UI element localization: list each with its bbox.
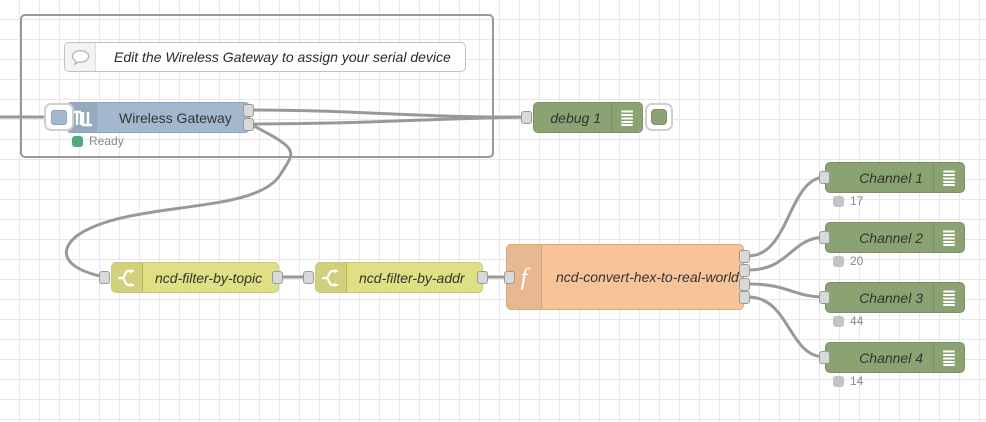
comment-bubble-icon bbox=[65, 43, 96, 71]
debug-lines-icon bbox=[933, 223, 964, 252]
comment-text: Edit the Wireless Gateway to assign your… bbox=[114, 49, 451, 65]
gateway-inject-button[interactable] bbox=[44, 103, 74, 131]
node-group-box[interactable] bbox=[20, 14, 494, 158]
channel4-status: 14 bbox=[833, 374, 863, 388]
channel4-status-value: 14 bbox=[850, 374, 864, 388]
channel3-label: Channel 3 bbox=[859, 289, 923, 306]
debug-enable-toggle-inner bbox=[651, 109, 667, 125]
channel3-status-value: 44 bbox=[850, 314, 864, 328]
filter-addr-input-port[interactable] bbox=[303, 271, 314, 284]
debug-label: debug 1 bbox=[550, 109, 601, 126]
function-output-port-1[interactable] bbox=[739, 250, 750, 263]
filter-addr-node[interactable]: ncd-filter-by-addr bbox=[315, 262, 483, 293]
function-output-port-4[interactable] bbox=[739, 291, 750, 304]
gateway-status-text: Ready bbox=[89, 134, 124, 148]
filter-addr-output-port[interactable] bbox=[477, 271, 488, 284]
channel1-label: Channel 1 bbox=[859, 169, 923, 186]
channel3-node[interactable]: Channel 3 bbox=[825, 282, 965, 313]
gateway-output-port-2[interactable] bbox=[243, 118, 254, 131]
gateway-output-port-1[interactable] bbox=[243, 104, 254, 117]
switch-branch-icon bbox=[112, 263, 143, 292]
filter-topic-node[interactable]: ncd-filter-by-topic bbox=[111, 262, 279, 293]
channel1-input-port[interactable] bbox=[819, 171, 830, 184]
wire-function-out2-to-channel2 bbox=[746, 235, 827, 272]
function-label: ncd-convert-hex-to-real-world bbox=[556, 269, 739, 285]
gateway-label: Wireless Gateway bbox=[119, 109, 232, 126]
function-output-port-3[interactable] bbox=[739, 278, 750, 291]
channel4-label: Channel 4 bbox=[859, 349, 923, 366]
channel2-status-value: 20 bbox=[850, 254, 864, 268]
channel2-status: 20 bbox=[833, 254, 863, 268]
channel1-node[interactable]: Channel 1 bbox=[825, 162, 965, 193]
debug-lines-icon bbox=[933, 343, 964, 372]
debug-lines-icon bbox=[933, 283, 964, 312]
channel2-label: Channel 2 bbox=[859, 229, 923, 246]
channel2-status-dot bbox=[833, 255, 844, 267]
switch-branch-icon bbox=[316, 263, 347, 292]
channel3-status-dot bbox=[833, 315, 844, 327]
comment-node[interactable]: Edit the Wireless Gateway to assign your… bbox=[64, 42, 466, 72]
debug-enable-toggle[interactable] bbox=[645, 103, 673, 131]
wire-function-out1-to-channel1 bbox=[746, 175, 827, 258]
filter-topic-output-port[interactable] bbox=[272, 271, 283, 284]
filter-addr-label: ncd-filter-by-addr bbox=[359, 269, 465, 286]
channel1-status: 17 bbox=[833, 194, 863, 208]
gateway-status: Ready bbox=[72, 134, 124, 148]
gateway-node[interactable]: Wireless Gateway bbox=[66, 102, 250, 133]
filter-topic-label: ncd-filter-by-topic bbox=[155, 269, 263, 286]
gateway-inject-button-inner bbox=[51, 109, 67, 125]
debug-lines-icon bbox=[933, 163, 964, 192]
channel4-node[interactable]: Channel 4 bbox=[825, 342, 965, 373]
svg-text:f: f bbox=[521, 265, 531, 290]
function-node[interactable]: f ncd-convert-hex-to-real-world bbox=[506, 244, 744, 310]
debug-lines-icon bbox=[611, 103, 642, 132]
channel2-node[interactable]: Channel 2 bbox=[825, 222, 965, 253]
channel3-input-port[interactable] bbox=[819, 291, 830, 304]
channel4-input-port[interactable] bbox=[819, 351, 830, 364]
function-input-port[interactable] bbox=[504, 271, 515, 284]
gateway-status-dot bbox=[72, 135, 83, 147]
wire-function-out3-to-channel3 bbox=[746, 282, 827, 299]
function-output-port-2[interactable] bbox=[739, 264, 750, 277]
debug-node[interactable]: debug 1 bbox=[533, 102, 643, 133]
channel3-status: 44 bbox=[833, 314, 863, 328]
debug-input-port[interactable] bbox=[521, 111, 532, 124]
channel2-input-port[interactable] bbox=[819, 231, 830, 244]
wire-function-out4-to-channel4 bbox=[746, 295, 827, 359]
channel1-status-dot bbox=[833, 195, 844, 207]
channel4-status-dot bbox=[833, 375, 844, 387]
filter-topic-input-port[interactable] bbox=[99, 271, 110, 284]
channel1-status-value: 17 bbox=[850, 194, 864, 208]
